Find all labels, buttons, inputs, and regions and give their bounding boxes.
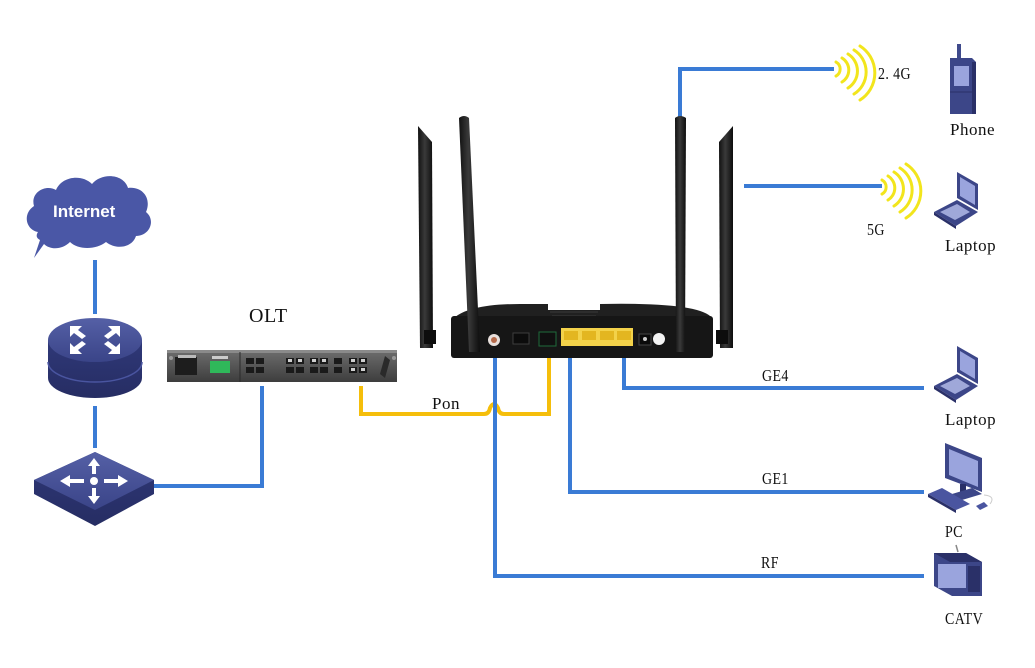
olt-chassis-icon[interactable] (167, 350, 397, 382)
desktop-pc-icon[interactable] (928, 443, 993, 513)
tv-icon[interactable] (934, 544, 982, 596)
internet-cloud-icon[interactable] (26, 176, 151, 258)
mobile-phone-icon[interactable] (950, 44, 976, 114)
link-ge4 (622, 350, 924, 390)
lan-ports[interactable] (561, 328, 633, 346)
wifi-signal-5g-icon (880, 162, 923, 220)
antenna-front-right (675, 116, 686, 352)
core-router-icon[interactable] (47, 318, 143, 398)
power-button[interactable] (653, 333, 665, 345)
antenna-rear-right (719, 126, 733, 348)
wifi-signal-24g-icon (834, 44, 877, 102)
links (93, 67, 924, 578)
link-switch-olt (152, 386, 264, 488)
wps-button[interactable] (512, 332, 530, 345)
link-wifi-24g (678, 67, 834, 120)
laptop-lan-icon[interactable] (934, 346, 978, 403)
onu-router[interactable] (418, 116, 733, 358)
link-rf (493, 350, 924, 578)
core-switch-icon[interactable] (34, 452, 154, 526)
pon-port[interactable] (538, 331, 557, 347)
laptop-wifi-icon[interactable] (934, 172, 978, 229)
catv-rf-port[interactable] (488, 334, 500, 346)
antenna-front-left (459, 116, 480, 352)
antenna-rear-left (418, 126, 433, 348)
link-ge1 (568, 350, 924, 494)
